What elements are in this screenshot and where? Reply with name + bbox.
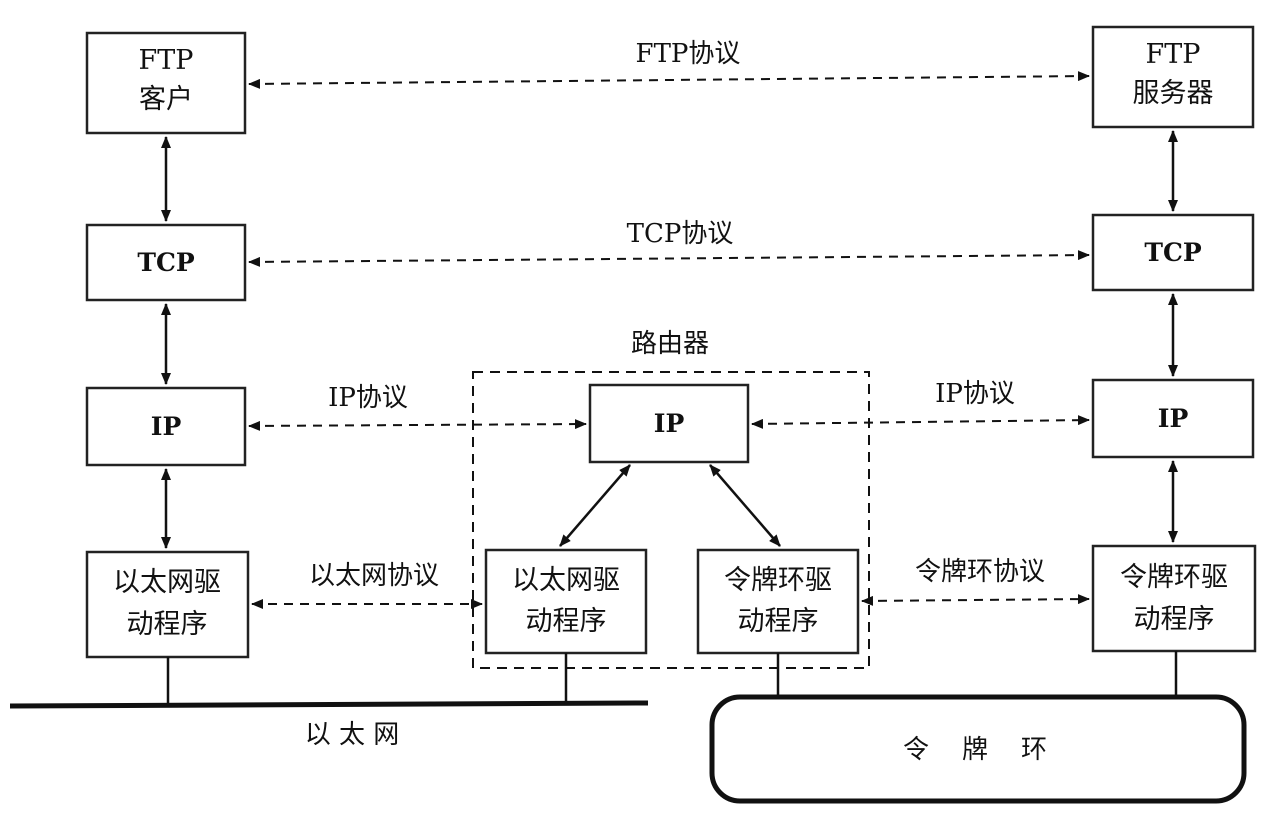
- token-ring-label: 令 牌 环: [903, 735, 1047, 765]
- right-ip-box: IP: [1091, 378, 1255, 459]
- router-eth-label-line1: 以太网驱: [512, 565, 620, 596]
- right-ip-label: IP: [1158, 404, 1189, 433]
- right-tcp-label: TCP: [1144, 238, 1202, 267]
- left-ftp-client-box: FTP 客户: [85, 31, 247, 135]
- tcp-protocol-label: TCP协议: [627, 219, 734, 249]
- router-ip-label: IP: [654, 409, 685, 438]
- router-ip-tr-arrow: [709, 464, 781, 547]
- token-ring-protocol-label: 令牌环协议: [915, 557, 1045, 587]
- ftp-protocol-arrow: [248, 71, 1090, 89]
- token-ring-shape: [709, 694, 1247, 804]
- router-ethernet-driver-box: 以太网驱 动程序: [484, 548, 648, 655]
- router-ip-eth-arrow: [559, 464, 631, 547]
- left-ethernet-driver-box: 以太网驱 动程序: [85, 550, 250, 659]
- ip-protocol-right-label: IP协议: [935, 379, 1015, 409]
- right-driver-label-line2: 动程序: [1134, 604, 1215, 635]
- left-ip-box: IP: [85, 386, 247, 467]
- ethernet-protocol-label: 以太网协议: [309, 561, 439, 591]
- router-tr-label-line1: 令牌环驱: [724, 565, 832, 596]
- left-ip-label: IP: [151, 412, 182, 441]
- router-eth-label-line2: 动程序: [526, 606, 607, 637]
- ip-protocol-left-label: IP协议: [328, 383, 408, 413]
- ftp-protocol-label: FTP协议: [636, 39, 741, 69]
- ethernet-bus: [9, 700, 649, 709]
- right-tcp-box: TCP: [1091, 213, 1255, 292]
- ip-protocol-left-arrow: [248, 419, 587, 431]
- router-ip-box: IP: [588, 383, 750, 464]
- router-tr-label-line2: 动程序: [738, 606, 819, 637]
- ethernet-label: 以 太 网: [305, 720, 400, 750]
- router-boundary: [472, 371, 870, 669]
- left-ftp-label-line1: FTP: [139, 45, 194, 76]
- right-ftp-label-line2: 服务器: [1133, 78, 1214, 109]
- tcp-protocol-arrow: [248, 250, 1090, 267]
- router-title: 路由器: [631, 329, 709, 359]
- router-token-ring-driver-box: 令牌环驱 动程序: [696, 548, 860, 655]
- ip-protocol-right-arrow: [751, 415, 1090, 429]
- right-ftp-server-box: FTP 服务器: [1091, 25, 1255, 129]
- right-driver-label-line1: 令牌环驱: [1120, 562, 1228, 593]
- right-token-ring-driver-box: 令牌环驱 动程序: [1091, 544, 1257, 653]
- left-ftp-label-line2: 客户: [139, 84, 193, 115]
- left-tcp-label: TCP: [137, 248, 195, 277]
- left-driver-label-line2: 动程序: [127, 609, 208, 640]
- right-ftp-label-line1: FTP: [1146, 39, 1201, 70]
- left-driver-label-line1: 以太网驱: [113, 567, 221, 598]
- token-ring-protocol-arrow: [861, 594, 1090, 606]
- left-tcp-box: TCP: [85, 223, 247, 302]
